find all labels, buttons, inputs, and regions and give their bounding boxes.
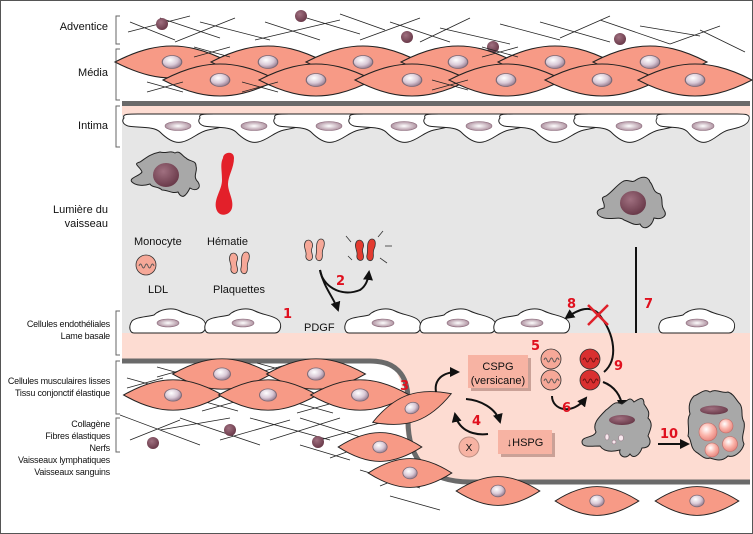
step-8: 8 [567,297,576,312]
label-group-adventitia: Collagène Fibres élastiques Nerfs Vaisse… [0,418,110,478]
arrow-hspg-feedback [451,412,489,436]
label-lumen-line1: Lumière du [52,204,108,216]
bracket-adventitia-lower [115,417,120,453]
ldl-icon [135,254,157,276]
lower-nuclei [147,424,324,449]
label-media: Média [78,67,108,79]
lipid-droplet [704,442,720,458]
legend-erythrocyte-label: Hématie [207,236,248,248]
step-7: 7 [644,297,653,312]
arrow-hspg-decrease [465,398,503,424]
activation-rays [345,230,392,264]
legend-platelets-label: Plaquettes [213,284,265,296]
fibroblast-nucleus [487,41,499,53]
hspg-box: ↓HSPG [498,430,555,457]
step-10: 10 [660,427,678,442]
fibroblast-nucleus [401,31,413,43]
label-adventice: Adventice [59,21,108,33]
foam-cell [687,390,745,461]
label-lumen: Lumière du vaisseau [20,203,108,231]
step-5: 5 [531,339,540,354]
label-nerves: Nerfs [89,443,110,453]
monocyte-nucleus [153,163,179,187]
arrow-ldl-oxidation [551,395,588,410]
cspg-box: CSPG (versicane) [468,355,531,391]
arrow-cspg-synthesis [434,367,460,393]
fibroblast-nucleus [312,436,324,448]
basal-lamina-top [122,106,750,115]
cspg-label: CSPG [482,361,513,373]
adventitia-nuclei [156,10,626,53]
step-1: 1 [283,307,292,322]
ldl-oxidized [579,369,601,391]
label-blood-vessels: Vaisseaux sanguins [34,467,110,477]
fibroblast-nucleus [147,437,159,449]
bracket-media [115,48,120,101]
legend-ldl-label: LDL [148,284,168,296]
step-4: 4 [472,414,481,429]
fibroblast-nucleus [295,10,307,22]
bracket-smooth-muscle [115,360,120,415]
ldl-retained [540,348,562,370]
label-lymphatic-vessels: Vaisseaux lymphatiques [18,455,110,465]
step-6: 6 [562,401,571,416]
adventitia-fibers [127,13,746,53]
label-group-endothelium: Cellules endothéliales Lame basale [0,318,110,342]
versicane-label: (versicane) [471,375,525,387]
fibroblast-nucleus [224,424,236,436]
inhibitor-x: X [458,436,480,458]
foam-cell-nucleus [700,405,728,415]
legend-erythrocyte [215,152,234,215]
inhibitor-x-label: X [466,443,473,454]
step-2: 2 [336,274,345,289]
bracket-adventice [115,15,120,45]
step-3: 3 [400,379,409,394]
fibroblast-nucleus [614,33,626,45]
label-basal-lamina: Lame basale [60,331,111,341]
arrow-pdgf-release [319,269,341,312]
arrow-platelet-activation [319,269,373,294]
ldl-oxidized [579,348,601,370]
circulating-monocyte [596,176,666,229]
layer-brackets [115,15,120,453]
label-elastic-fibers: Fibres élastiques [45,431,110,441]
label-lumen-line2: vaisseau [64,218,108,230]
step-9: 9 [614,359,623,374]
lipid-droplet [718,418,734,434]
media-smooth-muscle-cells [114,45,753,97]
lipid-droplet [722,436,738,452]
bracket-endothelium [115,310,120,356]
label-group-smooth-muscle: Cellules musculaires lisses Tissu conjon… [0,375,110,399]
legend-ldl [135,254,157,276]
macrophage-icon [581,398,652,458]
smooth-muscle-cell [554,486,640,516]
label-endothelial-cells: Cellules endothéliales [26,319,110,329]
lipid-droplet [698,422,718,442]
label-collagen: Collagène [71,419,110,429]
label-elastic-tissue: Tissu conjonctif élastique [14,388,110,398]
internal-elastic-lamina-top [122,101,750,106]
arrow-endothelial-signal [564,307,615,373]
hspg-label: ↓HSPG [507,437,544,449]
basal-lamina-lower [122,333,750,361]
erythrocyte-icon [215,152,234,215]
monocyte-nucleus [620,191,646,215]
blocked-x-icon [587,304,609,326]
ldl-retained [540,369,562,391]
label-intima: Intima [78,120,108,132]
pdgf-label: PDGF [304,322,335,334]
label-smooth-muscle-cells: Cellules musculaires lisses [7,376,110,386]
macrophage [581,398,652,458]
smooth-muscle-cell [654,486,740,516]
legend-monocyte [130,151,200,197]
legend-monocyte-label: Monocyte [134,236,182,248]
macrophage-nucleus [609,415,635,425]
fibroblast-nucleus [156,18,168,30]
vessel-lumen [122,115,750,333]
bracket-intima [115,105,120,148]
activated-platelets [345,230,392,264]
